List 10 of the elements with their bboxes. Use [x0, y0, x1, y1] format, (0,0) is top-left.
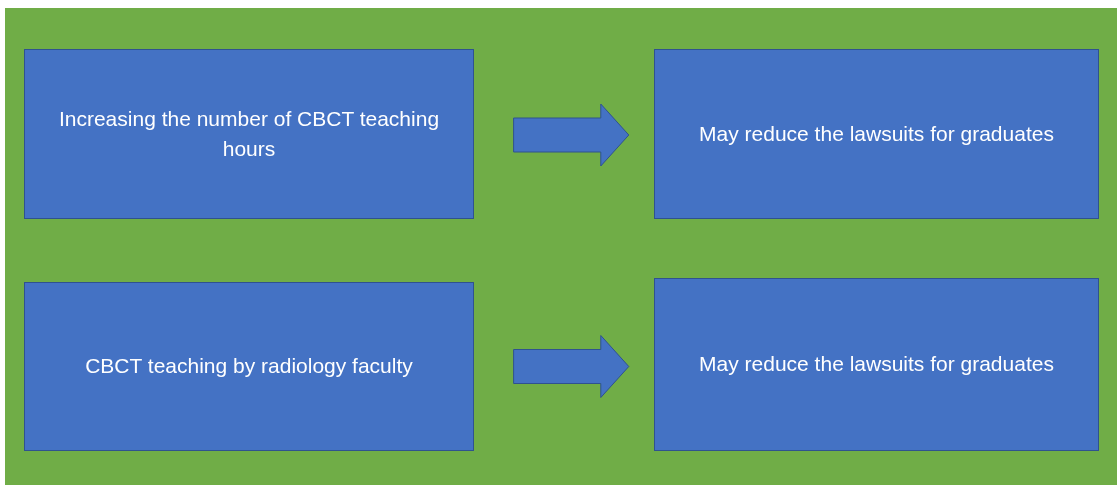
process-box — [24, 49, 474, 219]
block-arrow — [513, 335, 630, 398]
process-box — [654, 278, 1099, 451]
box-text: May reduce the lawsuits for graduates — [699, 351, 1054, 378]
box-text: CBCT teaching by radiology faculty — [85, 353, 413, 380]
process-box — [654, 49, 1099, 219]
box-text: May reduce the lawsuits for graduates — [699, 120, 1054, 147]
box-text: Increasing the number of CBCT teaching hours — [57, 105, 441, 162]
block-arrow — [513, 103, 630, 167]
process-box — [24, 282, 474, 451]
